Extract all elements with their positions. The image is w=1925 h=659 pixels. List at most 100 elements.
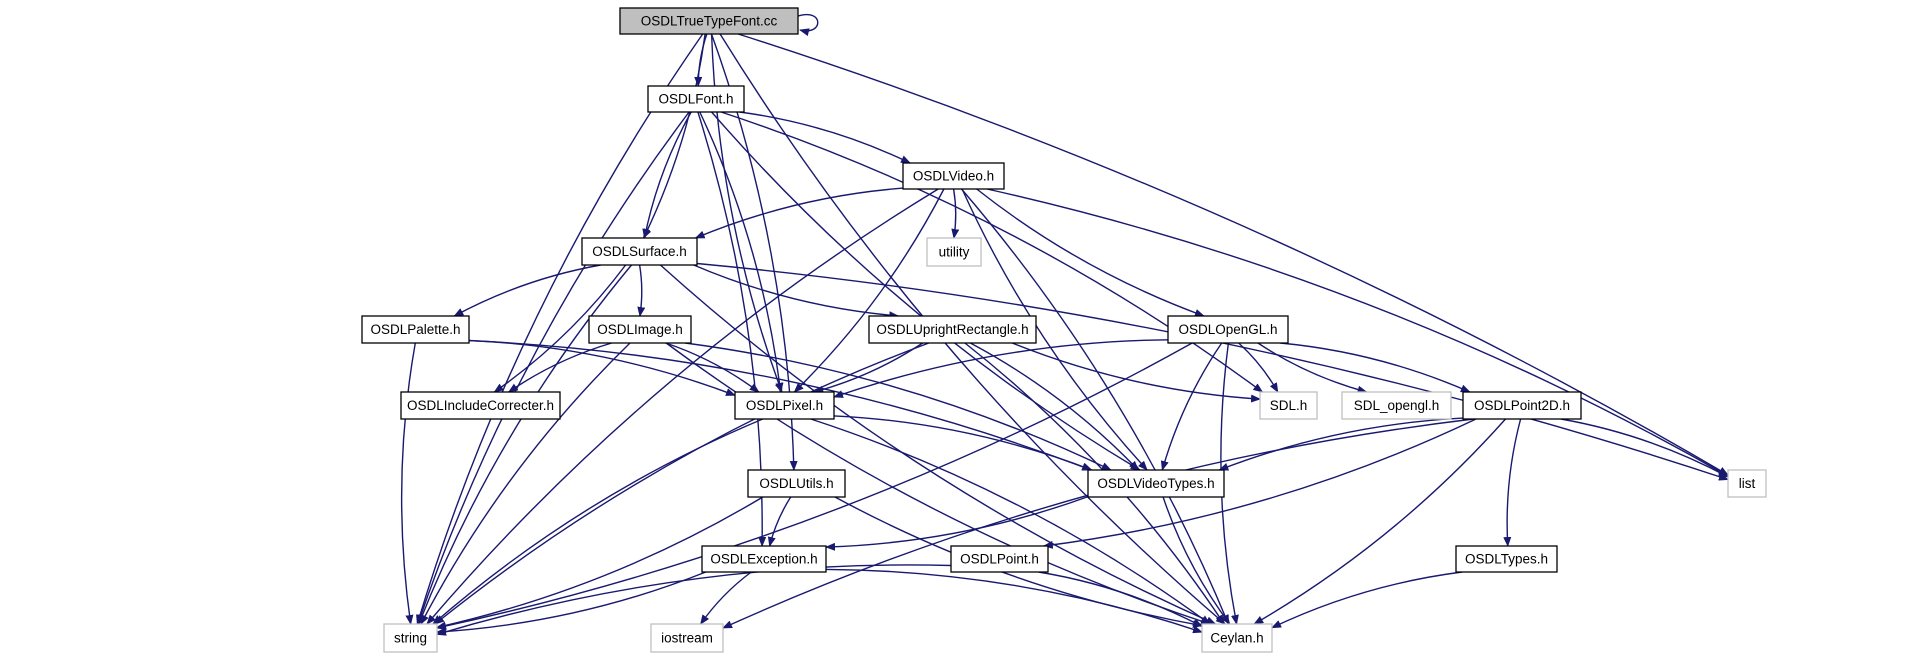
edge-ttf-to-pixel — [710, 33, 783, 393]
edge-ttf-to-font — [694, 33, 708, 87]
node-label-list: list — [1739, 476, 1756, 491]
edge-palette-to-vtypes — [468, 339, 1093, 471]
node-ceylan: Ceylan.h — [1201, 623, 1273, 653]
node-box-uprect — [868, 315, 1037, 344]
edge-font-to-vtypes — [711, 111, 1141, 471]
node-box-sdl — [1259, 391, 1318, 420]
edge-pixel-to-ceylan — [810, 418, 1211, 625]
node-label-palette: OSDLPalette.h — [370, 322, 460, 337]
node-label-opengl: OSDLOpenGL.h — [1178, 322, 1277, 337]
edge-ttf-to-ttf — [797, 13, 819, 37]
edge-surface-to-incl — [493, 264, 627, 393]
edge-opengl-to-sdl — [1238, 342, 1279, 393]
node-incl[interactable]: OSDLIncludeCorrecter.h — [400, 391, 561, 420]
edge-point-to-ceylan — [1038, 571, 1203, 628]
node-box-opengl — [1167, 315, 1289, 344]
edge-opengl-to-pixel — [833, 339, 1169, 398]
node-list: list — [1727, 469, 1767, 498]
node-box-types — [1455, 545, 1558, 573]
edge-vtypes-to-exc — [825, 495, 1089, 551]
node-video[interactable]: OSDLVideo.h — [902, 162, 1005, 190]
node-vtypes[interactable]: OSDLVideoTypes.h — [1087, 469, 1225, 498]
node-box-iostream — [650, 623, 724, 653]
edge-point-to-string — [436, 564, 952, 636]
node-label-utility: utility — [939, 245, 970, 260]
node-box-utils — [747, 469, 846, 498]
node-palette[interactable]: OSDLPalette.h — [361, 315, 470, 344]
node-box-point2d — [1462, 391, 1582, 420]
edge-pixel-to-vtypes — [833, 415, 1093, 471]
node-opengl[interactable]: OSDLOpenGL.h — [1167, 315, 1289, 344]
node-surface[interactable]: OSDLSurface.h — [581, 237, 698, 266]
edge-surface-to-image — [637, 264, 646, 317]
node-layer: OSDLTrueTypeFont.ccOSDLFont.hOSDLVideo.h… — [361, 7, 1767, 653]
edge-image-to-pixel — [665, 342, 760, 393]
node-label-video: OSDLVideo.h — [913, 169, 994, 184]
node-box-image — [588, 315, 692, 344]
node-pixel[interactable]: OSDLPixel.h — [734, 391, 835, 420]
edge-surface-to-string — [418, 264, 633, 625]
node-label-ttf: OSDLTrueTypeFont.cc — [641, 14, 778, 29]
node-iostream: iostream — [650, 623, 724, 653]
node-box-palette — [361, 315, 470, 344]
edge-image-to-string — [420, 342, 631, 625]
node-label-sdl: SDL.h — [1270, 398, 1308, 413]
node-uprect[interactable]: OSDLUprightRectangle.h — [868, 315, 1037, 344]
edge-types-to-ceylan — [1271, 571, 1463, 629]
node-label-utils: OSDLUtils.h — [759, 476, 833, 491]
edge-surface-to-uprect — [693, 264, 900, 320]
edge-uprect-to-sdl — [1011, 342, 1261, 403]
node-label-iostream: iostream — [661, 631, 713, 646]
edge-video-to-surface — [694, 187, 904, 239]
node-font[interactable]: OSDLFont.h — [647, 85, 745, 113]
node-label-pixel: OSDLPixel.h — [746, 398, 823, 413]
edge-utils-to-string — [436, 496, 764, 630]
node-box-sdlgl — [1341, 391, 1452, 420]
node-types[interactable]: OSDLTypes.h — [1455, 545, 1558, 573]
edge-surface-to-palette — [453, 264, 601, 317]
node-box-vtypes — [1087, 469, 1225, 498]
node-box-ceylan — [1201, 623, 1273, 653]
edge-point2d-to-point — [1042, 418, 1477, 549]
edge-vtypes-to-ceylan — [1162, 496, 1231, 625]
node-sdlgl: SDL_opengl.h — [1341, 391, 1452, 420]
node-box-surface — [581, 237, 698, 266]
edge-uprect-to-string — [434, 342, 930, 625]
node-box-exc — [701, 545, 827, 573]
edge-palette-to-string — [400, 342, 416, 625]
node-box-font — [647, 85, 745, 113]
node-ttf[interactable]: OSDLTrueTypeFont.cc — [619, 7, 799, 35]
edge-opengl-to-point2d — [1280, 342, 1471, 393]
edge-exc-to-iostream — [700, 571, 752, 625]
edge-utils-to-exc — [767, 496, 792, 547]
edge-font-to-video — [739, 111, 911, 164]
node-label-surface: OSDLSurface.h — [592, 244, 687, 259]
edge-surface-to-ceylan — [659, 264, 1217, 625]
edge-video-to-pixel — [793, 188, 945, 393]
node-point[interactable]: OSDLPoint.h — [950, 545, 1049, 573]
node-sdl: SDL.h — [1259, 391, 1318, 420]
edge-font-to-pixel — [699, 111, 784, 393]
node-box-ttf — [619, 7, 799, 35]
node-point2d[interactable]: OSDLPoint2D.h — [1462, 391, 1582, 420]
edge-exc-to-ceylan — [825, 568, 1203, 634]
edge-video-to-ceylan — [960, 188, 1230, 625]
edge-font-to-sdl — [720, 111, 1264, 393]
edge-ttf-to-ceylan — [719, 33, 1226, 625]
node-label-vtypes: OSDLVideoTypes.h — [1097, 476, 1214, 491]
edge-uprect-to-vtypes — [969, 342, 1139, 471]
node-label-ceylan: Ceylan.h — [1210, 631, 1263, 646]
edge-video-to-list — [986, 188, 1729, 477]
node-label-image: OSDLImage.h — [597, 322, 683, 337]
edge-opengl-to-sdlgl — [1257, 342, 1368, 394]
edge-opengl-to-string — [436, 342, 1193, 631]
edge-point2d-to-iostream — [722, 418, 1474, 629]
edge-palette-to-pixel — [468, 339, 736, 396]
edge-video-to-utility — [951, 188, 960, 239]
edge-point2d-to-ceylan — [1253, 418, 1507, 625]
node-exc[interactable]: OSDLException.h — [701, 545, 827, 573]
node-image[interactable]: OSDLImage.h — [588, 315, 692, 344]
edge-video-to-string — [426, 188, 939, 625]
node-utils[interactable]: OSDLUtils.h — [747, 469, 846, 498]
